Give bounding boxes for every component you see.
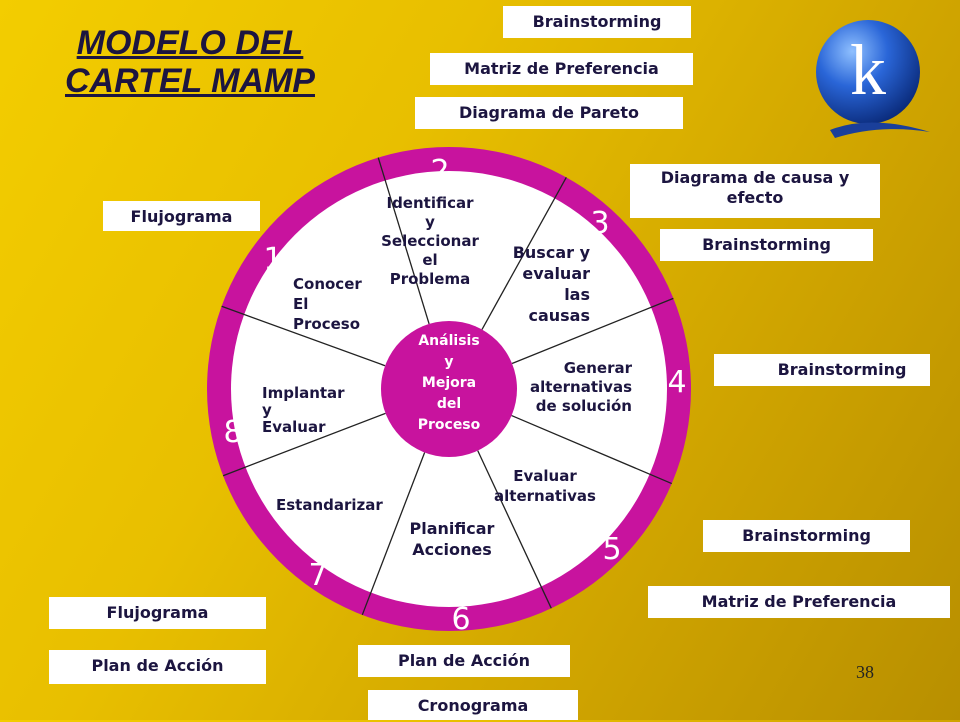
step-number-3: 3: [590, 206, 609, 241]
page-number: 38: [856, 662, 874, 682]
step-number-4: 4: [667, 365, 686, 400]
step-label-4: alternativas: [530, 378, 632, 396]
segment-divider: [377, 157, 430, 325]
tool-plan-accion-step6: Plan de Acción: [358, 645, 570, 677]
step-label-8: Implantar: [262, 384, 345, 402]
segment-divider: [511, 414, 673, 485]
step-number-7: 7: [308, 558, 327, 593]
step-label-3: causas: [528, 306, 590, 325]
tool-matriz-preferencia-step5: Matriz de Preferencia: [648, 586, 950, 618]
step-label-2: y: [425, 213, 435, 231]
tool-brainstorming-top: Brainstorming: [503, 6, 691, 38]
tool-flujograma-step7: Flujograma: [49, 597, 266, 629]
logo-icon: k: [816, 20, 930, 138]
center-text-line: y: [444, 354, 453, 370]
page-title: MODELO DEL CARTEL MAMP: [65, 24, 315, 100]
tool-plan-accion-step7: Plan de Acción: [49, 650, 266, 684]
step-label-1: Proceso: [293, 315, 360, 333]
segment-divider: [222, 412, 386, 477]
tool-brainstorming-step5: Brainstorming: [703, 520, 910, 552]
center-text-line: Proceso: [418, 417, 481, 433]
step-number-1: 1: [263, 242, 282, 277]
tool-cronograma: Cronograma: [368, 690, 578, 720]
step-label-5: alternativas: [494, 487, 596, 505]
segment-divider: [361, 452, 426, 616]
step-label-1: El: [293, 295, 308, 313]
segment-divider: [477, 450, 552, 609]
segment-divider: [511, 297, 674, 365]
svg-text:k: k: [850, 30, 886, 110]
step-number-5: 5: [602, 532, 621, 567]
step-label-8: Evaluar: [262, 418, 326, 436]
step-label-2: el: [422, 251, 437, 269]
segment-divider: [481, 177, 567, 330]
center-circle: [381, 321, 517, 457]
center-text-line: Análisis: [418, 333, 479, 349]
step-label-2: Problema: [390, 270, 471, 288]
step-label-3: Buscar y: [513, 243, 591, 262]
step-label-1: Conocer: [293, 275, 362, 293]
step-number-8: 8: [223, 415, 242, 450]
tool-diagrama-pareto: Diagrama de Pareto: [415, 97, 683, 129]
step-label-7: Estandarizar: [276, 496, 383, 514]
step-label-2: Identificar: [386, 194, 474, 212]
step-number-6: 6: [451, 602, 470, 637]
step-label-8: y: [262, 401, 272, 419]
step-label-2: Seleccionar: [381, 232, 479, 250]
step-label-6: Acciones: [412, 540, 492, 559]
step-label-3: evaluar: [522, 264, 590, 283]
tool-brainstorming-step4: Brainstorming: [714, 354, 930, 386]
tool-brainstorming-step3: Brainstorming: [660, 229, 873, 261]
tool-matriz-preferencia-top: Matriz de Preferencia: [430, 53, 693, 85]
step-label-6: Planificar: [410, 519, 495, 538]
segment-divider: [221, 305, 386, 367]
step-label-4: de solución: [536, 397, 632, 415]
tool-flujograma-step1: Flujograma: [103, 201, 260, 231]
center-text-line: Mejora: [422, 375, 476, 391]
center-text-line: del: [437, 396, 461, 412]
step-label-5: Evaluar: [513, 467, 577, 485]
step-label-4: Generar: [564, 359, 633, 377]
tool-diagrama-causa-efecto: Diagrama de causa y efecto: [630, 164, 880, 218]
step-number-2: 2: [430, 154, 449, 189]
step-label-3: las: [564, 285, 590, 304]
